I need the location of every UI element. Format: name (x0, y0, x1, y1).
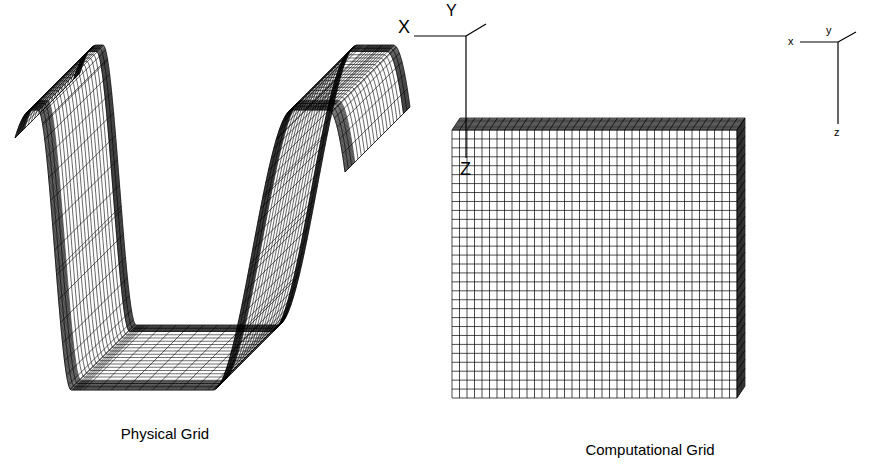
grid-line (452, 290, 737, 291)
axis-label: X (398, 18, 410, 38)
grid-line (460, 118, 745, 119)
grid-line (737, 130, 738, 398)
figure-caption: Physical Grid (121, 426, 209, 443)
grid-line (452, 344, 737, 345)
grid-line (453, 129, 738, 130)
grid-line (744, 119, 745, 387)
grid-line (452, 353, 737, 354)
grid-line (738, 127, 739, 395)
grid-line (79, 46, 409, 326)
grid-line (452, 192, 737, 193)
grid-line (452, 201, 737, 202)
grid-line (740, 125, 741, 393)
axis-triads (414, 24, 856, 158)
grid-line (741, 124, 742, 392)
grid-line (458, 121, 743, 122)
axis-label: y (826, 24, 832, 36)
grid-line (454, 127, 739, 128)
grid-line (452, 183, 737, 184)
grid-line (452, 255, 737, 256)
grid-line (454, 126, 739, 127)
axis-label: Y (446, 2, 457, 20)
grid-line (452, 272, 737, 273)
grid-line (737, 130, 738, 398)
grid-line (452, 130, 737, 131)
grid-line (452, 138, 737, 139)
grid-line (452, 299, 737, 300)
grid-line (742, 121, 743, 389)
axis-line (465, 36, 466, 158)
grid-line (456, 124, 741, 125)
axis-line (838, 32, 856, 42)
axis-line (466, 24, 486, 36)
grid-line (742, 122, 743, 390)
grid-line (452, 219, 737, 220)
grid-line (452, 156, 737, 157)
grid-line (452, 147, 737, 148)
grid-line (452, 317, 737, 318)
computational-grid-mesh (452, 118, 745, 398)
grid-line (80, 45, 410, 325)
grid-line (80, 45, 410, 325)
grid-line (452, 362, 737, 363)
grid-line (457, 122, 742, 123)
grid-line (455, 125, 740, 126)
grid-line (452, 389, 737, 390)
axis-line (414, 35, 466, 36)
axis-line (800, 41, 838, 42)
grid-line (452, 398, 737, 399)
grid-line (452, 371, 737, 372)
grid-line (54, 71, 384, 351)
grid-line (452, 281, 737, 282)
grid-line (453, 128, 738, 129)
grid-line (452, 165, 737, 166)
grid-line (452, 237, 737, 238)
grid-line (452, 228, 737, 229)
grid-line (741, 123, 742, 391)
grid-line (743, 121, 744, 389)
grid-line (452, 246, 737, 247)
grid-line (452, 308, 737, 309)
grid-line (452, 335, 737, 336)
axis-line (837, 42, 838, 124)
axis-label: z (834, 126, 840, 138)
grid-line (455, 124, 740, 125)
grid-line (738, 128, 739, 396)
grid-line (457, 123, 742, 124)
grid-line (452, 174, 737, 175)
grid-line (745, 118, 746, 386)
grid-line (452, 380, 737, 381)
grid-line (452, 264, 737, 265)
grid-line (79, 46, 409, 326)
grid-line (737, 129, 738, 397)
grid-line (459, 119, 744, 120)
grid-line (743, 120, 744, 388)
grid-line (459, 118, 744, 119)
grid-line (739, 127, 740, 395)
grid-line (452, 130, 737, 131)
physical-grid-mesh (15, 45, 410, 390)
axis-label: x (788, 35, 794, 47)
figure-caption: Computational Grid (585, 442, 714, 459)
axis-label: Z (460, 160, 471, 180)
grid-line (452, 326, 737, 327)
grid-line (458, 120, 743, 121)
grid-line (739, 126, 740, 394)
grid-line (452, 210, 737, 211)
grid-line (64, 61, 394, 341)
